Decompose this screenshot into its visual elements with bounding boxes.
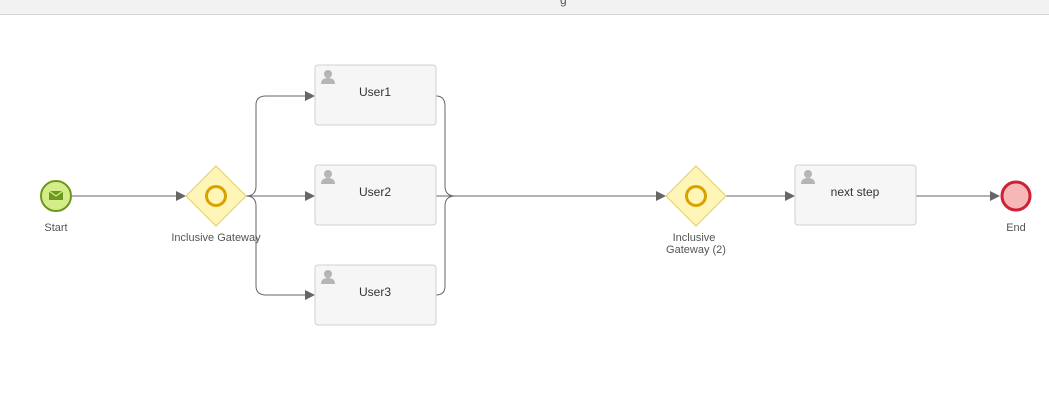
user-task-user2[interactable]: User2	[314, 164, 437, 226]
user-icon	[801, 170, 815, 184]
edge-user3-to-gateway2[interactable]	[435, 195, 456, 296]
end-event-label: End	[1006, 222, 1026, 234]
envelope-icon	[48, 190, 64, 200]
user-icon	[321, 170, 335, 184]
user-task-user2-label: User2	[359, 185, 391, 199]
inclusive-gateway-2-label-line1: Inclusive	[673, 232, 716, 244]
user-task-user3-label: User3	[359, 285, 391, 299]
inclusive-gateway-2[interactable]	[665, 165, 727, 227]
start-event-label: Start	[44, 222, 67, 234]
user-task-user1[interactable]: User1	[314, 64, 437, 126]
user-icon	[321, 70, 335, 84]
inclusive-gateway-2-label-line2: Gateway (2)	[666, 244, 726, 256]
edge-gateway1-to-user3[interactable]	[245, 195, 315, 300]
canvas-header-bar: g	[0, 0, 1049, 15]
user-task-next-step[interactable]: next step	[794, 164, 917, 226]
inclusive-gateway-1-label: Inclusive Gateway	[171, 232, 261, 244]
gateway-circle-marker-icon	[685, 185, 707, 207]
inclusive-gateway-1[interactable]	[185, 165, 247, 227]
end-event[interactable]	[1000, 180, 1032, 212]
canvas-header-text: g	[560, 0, 567, 7]
edge-user1-to-gateway2[interactable]	[435, 95, 456, 197]
user-task-user3[interactable]: User3	[314, 264, 437, 326]
start-event[interactable]	[40, 180, 72, 212]
edge-gateway1-to-user1[interactable]	[245, 91, 315, 197]
user-task-next-step-label: next step	[831, 185, 880, 199]
user-icon	[321, 270, 335, 284]
user-task-user1-label: User1	[359, 85, 391, 99]
gateway-circle-marker-icon	[205, 185, 227, 207]
